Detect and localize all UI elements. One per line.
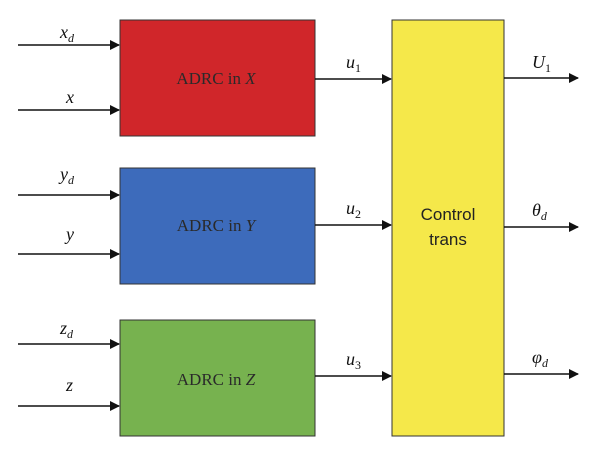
u2-sub: 2 [355, 207, 361, 221]
output-phi-sub: d [542, 356, 549, 370]
control-trans-line2: trans [429, 230, 467, 249]
u3-base: u [346, 349, 355, 369]
u3-label: u3 [346, 349, 361, 372]
input-zd-base: z [59, 318, 67, 338]
output-phi-base: φ [532, 347, 542, 367]
u1-sub: 1 [355, 61, 361, 75]
u1-label: u1 [346, 52, 361, 75]
input-x-base: x [65, 87, 74, 107]
adrc-z-prefix: ADRC in [177, 370, 246, 389]
input-xd-base: x [59, 22, 68, 42]
u1-base: u [346, 52, 355, 72]
u2-label: u2 [346, 198, 361, 221]
input-z-base: z [65, 375, 73, 395]
input-y-label: y [64, 224, 74, 244]
input-zd-label: zd [59, 318, 74, 341]
adrc-y-block [119, 167, 316, 285]
output-theta-sub: d [541, 209, 548, 223]
adrc-x-prefix: ADRC in [176, 69, 245, 88]
output-U1-base: U [532, 52, 546, 72]
adrc-x-block [119, 19, 316, 137]
output-phi-label: φd [532, 347, 549, 370]
output-theta-base: θ [532, 200, 541, 220]
input-z-label: z [65, 375, 73, 395]
adrc-z-label: ADRC in Z [177, 370, 256, 389]
input-xd-label: xd [59, 22, 75, 45]
adrc-y-axis: Y [246, 216, 257, 235]
output-theta-label: θd [532, 200, 548, 223]
output-U1-sub: 1 [545, 61, 551, 75]
input-yd-sub: d [68, 173, 75, 187]
control-trans-line1: Control [421, 205, 476, 224]
u2-base: u [346, 198, 355, 218]
adrc-z-axis: Z [246, 370, 256, 389]
adrc-x-axis: X [244, 69, 256, 88]
input-y-base: y [64, 224, 74, 244]
adrc-y-prefix: ADRC in [177, 216, 246, 235]
adrc-x-label: ADRC in X [176, 69, 256, 88]
input-x-label: x [65, 87, 74, 107]
input-zd-sub: d [67, 327, 74, 341]
input-yd-label: yd [58, 164, 75, 187]
input-xd-sub: d [68, 31, 75, 45]
adrc-y-label: ADRC in Y [177, 216, 257, 235]
input-yd-base: y [58, 164, 68, 184]
u3-sub: 3 [355, 358, 361, 372]
control-trans-block [391, 19, 505, 437]
adrc-z-block [119, 319, 316, 437]
output-U1-label: U1 [532, 52, 551, 75]
